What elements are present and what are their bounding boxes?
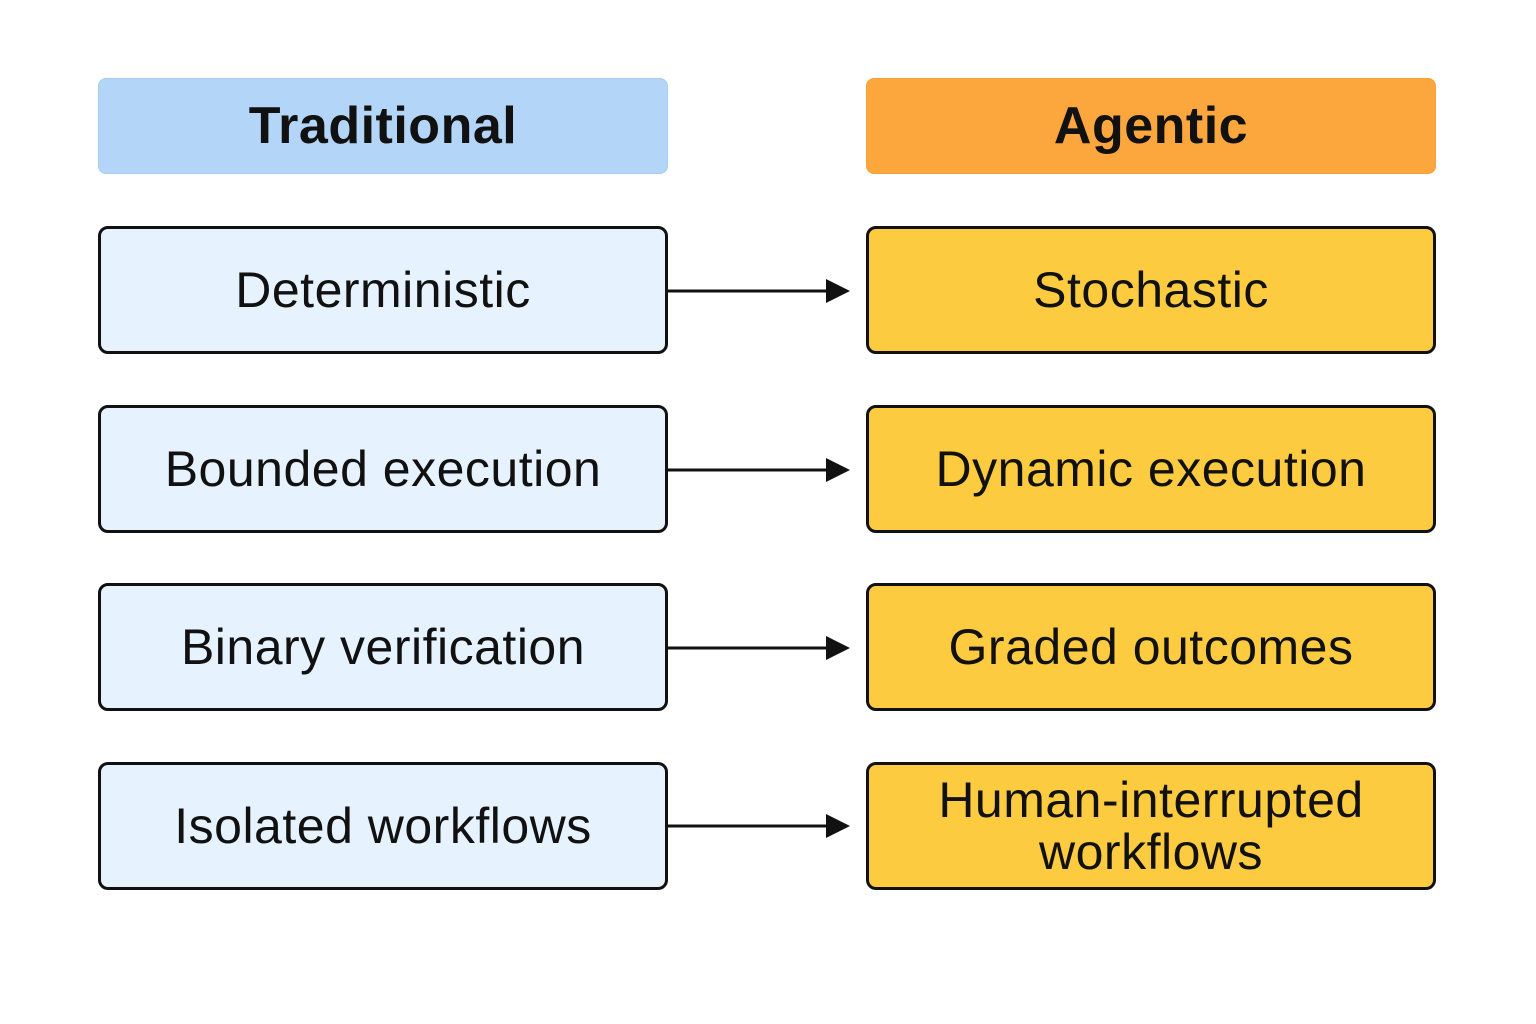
traditional-box-isolated-workflows: Isolated workflows (98, 762, 668, 890)
traditional-box-binary-verification: Binary verification (98, 583, 668, 711)
arrow-right-icon (668, 636, 850, 660)
agentic-column-header: Agentic (866, 78, 1436, 174)
arrow-right-icon (668, 458, 850, 482)
arrow-right-icon (668, 279, 850, 303)
traditional-column-header: Traditional (98, 78, 668, 174)
agentic-box-dynamic-execution: Dynamic execution (866, 405, 1436, 533)
agentic-box-human-interrupted-workflows: Human-interrupted workflows (866, 762, 1436, 890)
traditional-box-bounded-execution: Bounded execution (98, 405, 668, 533)
arrow-right-icon (668, 814, 850, 838)
agentic-box-stochastic: Stochastic (866, 226, 1436, 354)
traditional-box-deterministic: Deterministic (98, 226, 668, 354)
agentic-box-graded-outcomes: Graded outcomes (866, 583, 1436, 711)
